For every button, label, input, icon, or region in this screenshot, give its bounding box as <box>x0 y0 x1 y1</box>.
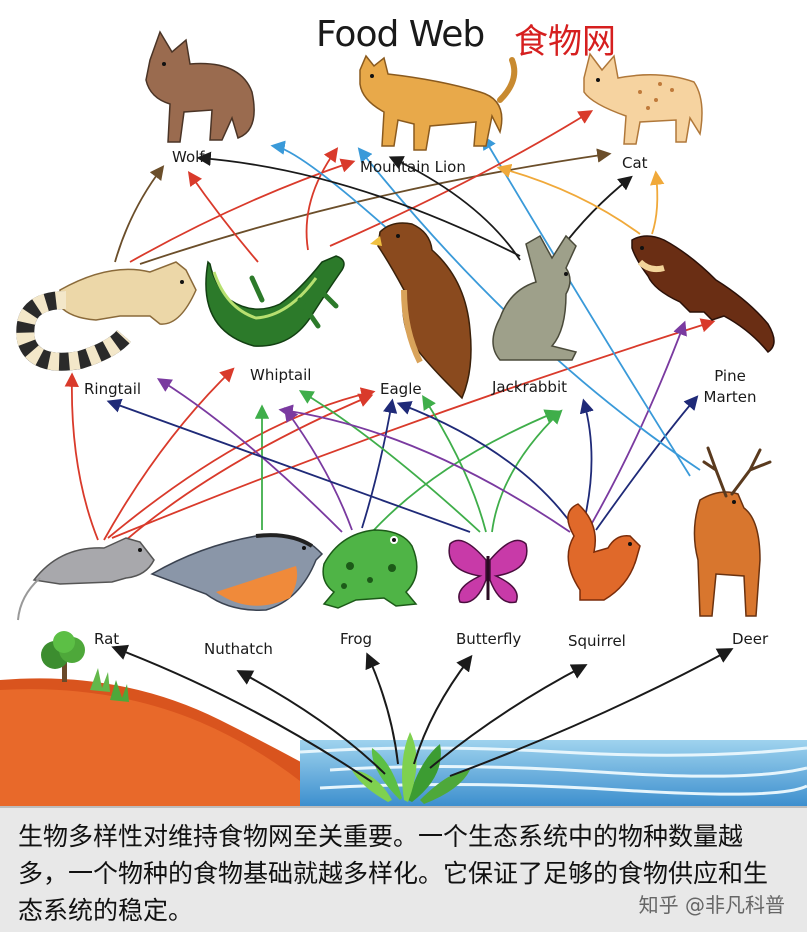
frog-icon <box>322 529 418 609</box>
cat-icon <box>583 52 703 145</box>
mountain-lion-icon <box>359 54 518 151</box>
deer-icon <box>693 446 772 617</box>
nuthatch-icon <box>150 533 324 611</box>
eagle-icon <box>370 222 472 400</box>
plant-producer-icon <box>352 732 470 804</box>
butterfly-icon <box>448 539 528 604</box>
title-chinese: 食物网 <box>514 22 616 62</box>
label-nuthatch: Nuthatch <box>204 640 273 658</box>
caption-panel: 生物多样性对维持食物网至关重要。一个生态系统中的物种数量越多，一个物种的食物基础… <box>0 806 807 932</box>
wolf-icon <box>145 30 255 143</box>
label-deer: Deer <box>732 630 769 648</box>
label-wolf: Wolf <box>172 148 205 166</box>
squirrel-icon <box>567 503 641 601</box>
food-web-illustration <box>0 30 807 806</box>
consumer-arrows <box>64 134 716 541</box>
tree-icon <box>41 631 129 702</box>
label-pine-marten-line1: Pine <box>714 367 746 385</box>
whiptail-icon <box>205 255 345 347</box>
jackrabbit-icon <box>492 234 578 361</box>
predator-arrows <box>114 110 665 265</box>
label-jackrabbit: Jackrabbit <box>492 378 567 396</box>
rat-icon <box>17 537 155 621</box>
label-cat: Cat <box>622 154 648 172</box>
label-ringtail: Ringtail <box>84 380 142 398</box>
title-english: Food Web <box>316 14 485 55</box>
pine-marten-icon <box>631 235 775 354</box>
label-squirrel: Squirrel <box>568 632 626 650</box>
label-butterfly: Butterfly <box>456 630 522 648</box>
ringtail-icon <box>16 261 197 371</box>
label-whiptail: Whiptail <box>250 366 312 384</box>
producer-arrows <box>111 644 734 783</box>
label-eagle: Eagle <box>380 380 422 398</box>
label-pine-marten: Pine Marten <box>698 366 762 408</box>
label-mountain-lion: Mountain Lion <box>360 158 466 176</box>
caption-text: 生物多样性对维持食物网至关重要。一个生态系统中的物种数量越多，一个物种的食物基础… <box>18 822 769 925</box>
watermark: 知乎 @非凡科普 <box>638 893 785 917</box>
label-frog: Frog <box>340 630 373 648</box>
label-pine-marten-line2: Marten <box>703 388 757 406</box>
label-rat: Rat <box>94 630 120 648</box>
